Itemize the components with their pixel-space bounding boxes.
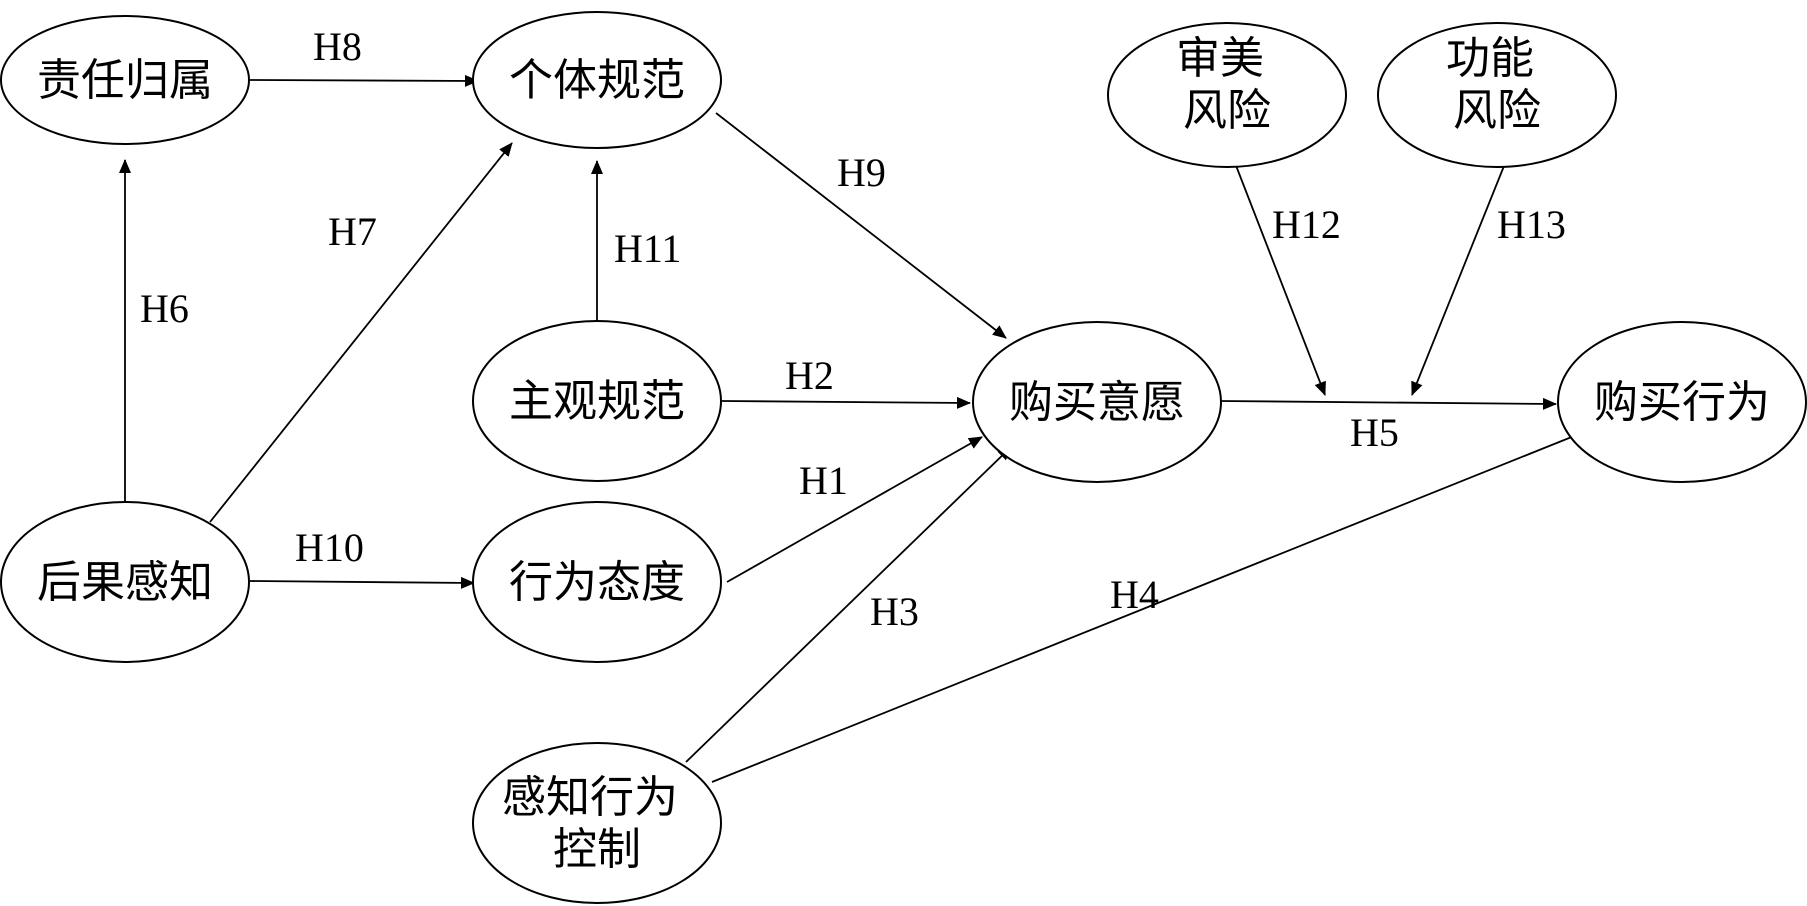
node-label-subjective-norm: 主观规范 [509,376,685,427]
node-label-functional-risk-line-2: 风险 [1453,85,1541,136]
node-label-consequence-awareness: 后果感知 [37,557,213,608]
node-responsibility: 责任归属 [0,15,250,145]
edge-label-h8: H8 [313,24,362,69]
node-label-perceived-control: 感知行为 控制 [502,772,692,875]
edge-label-h4: H4 [1110,572,1159,617]
edge-h6: H6 [119,159,189,503]
node-label-behavior-attitude: 行为态度 [509,557,685,608]
edge-h5: H5 [1219,397,1557,455]
node-purchase-behavior: 购买行为 [1557,321,1807,483]
edge-h10: H10 [249,525,475,589]
node-label-functional-risk-line-1: 功能 [1446,33,1534,84]
node-label-responsibility: 责任归属 [37,55,213,106]
node-functional-risk: 功能 风险 [1377,22,1617,168]
edge-h2: H2 [721,353,971,409]
node-label-functional-risk: 功能 风险 [1446,33,1548,136]
node-label-purchase-intention: 购买意愿 [1009,377,1185,428]
node-label-aesthetic-risk-line-2: 风险 [1183,85,1271,136]
edge-h1: H1 [726,436,983,583]
edge-label-h9: H9 [837,150,886,195]
node-label-purchase-behavior: 购买行为 [1594,377,1770,428]
edge-h3: H3 [685,446,1012,763]
edge-h12: H12 [1234,162,1341,396]
edge-label-h10: H10 [295,525,364,570]
edge-h11: H11 [591,160,681,322]
edge-label-h5: H5 [1350,410,1399,455]
node-label-personal-norm: 个体规范 [509,55,685,106]
node-aesthetic-risk: 审美 风险 [1107,22,1347,168]
edge-label-h11: H11 [614,226,681,271]
edge-label-h13: H13 [1497,202,1566,247]
node-consequence-awareness: 后果感知 [0,501,250,663]
edge-h13: H13 [1411,165,1566,396]
node-label-perceived-control-line-1: 感知行为 [502,772,678,823]
node-personal-norm: 个体规范 [472,11,722,149]
node-label-perceived-control-line-2: 控制 [553,824,641,875]
node-label-aesthetic-risk: 审美 风险 [1176,33,1278,136]
edge-label-h6: H6 [140,286,189,331]
edge-label-h2: H2 [785,353,834,398]
edge-label-h7: H7 [328,209,377,254]
edge-h4: H4 [711,427,1595,783]
edge-label-h1: H1 [799,458,848,503]
edge-h8: H8 [249,24,479,87]
node-behavior-attitude: 行为态度 [472,501,722,663]
node-purchase-intention: 购买意愿 [972,321,1222,483]
edge-label-h12: H12 [1272,202,1341,247]
node-label-aesthetic-risk-line-1: 审美 [1176,33,1264,84]
node-subjective-norm: 主观规范 [472,320,722,482]
edge-h9: H9 [715,112,1007,339]
node-perceived-control: 感知行为 控制 [472,742,722,904]
edge-h7: H7 [209,142,513,523]
edge-label-h3: H3 [870,589,919,634]
